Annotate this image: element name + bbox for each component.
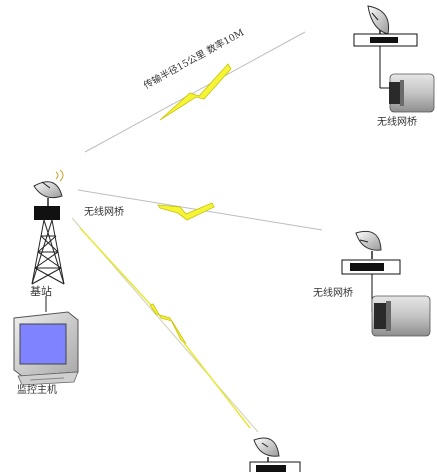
bridge-camera-3 bbox=[249, 437, 301, 472]
lightning-icon-bottom bbox=[149, 303, 187, 345]
bridge-camera-2 bbox=[341, 230, 431, 337]
base-station bbox=[31, 169, 65, 312]
crt-monitor-icon bbox=[13, 311, 79, 386]
monitor-host-label: 监控主机 bbox=[17, 385, 57, 396]
bridge-1-label: 无线网桥 bbox=[377, 117, 417, 128]
bridge-mid-label: 无线网桥 bbox=[84, 207, 124, 218]
cctv-camera-icon bbox=[389, 73, 435, 113]
lightning-icon-top bbox=[159, 63, 232, 121]
lattice-tower-icon bbox=[31, 219, 65, 285]
cctv-camera-icon bbox=[371, 295, 431, 337]
base-station-label: 基站 bbox=[30, 285, 52, 298]
lightning-icon-mid bbox=[157, 202, 215, 221]
lightning-tail-bottom bbox=[183, 342, 251, 429]
base-bridge-unit bbox=[34, 206, 60, 220]
satellite-dish-icon bbox=[253, 437, 280, 463]
bridge-camera-1 bbox=[353, 5, 435, 113]
link-line-top bbox=[84, 31, 306, 153]
bridge-2-label: 无线网桥 bbox=[313, 288, 353, 299]
satellite-dish-icon bbox=[367, 5, 390, 36]
satellite-dish-icon bbox=[355, 230, 382, 259]
lightning-tail-bottom-left bbox=[79, 227, 151, 305]
satellite-dish-icon bbox=[33, 169, 64, 206]
